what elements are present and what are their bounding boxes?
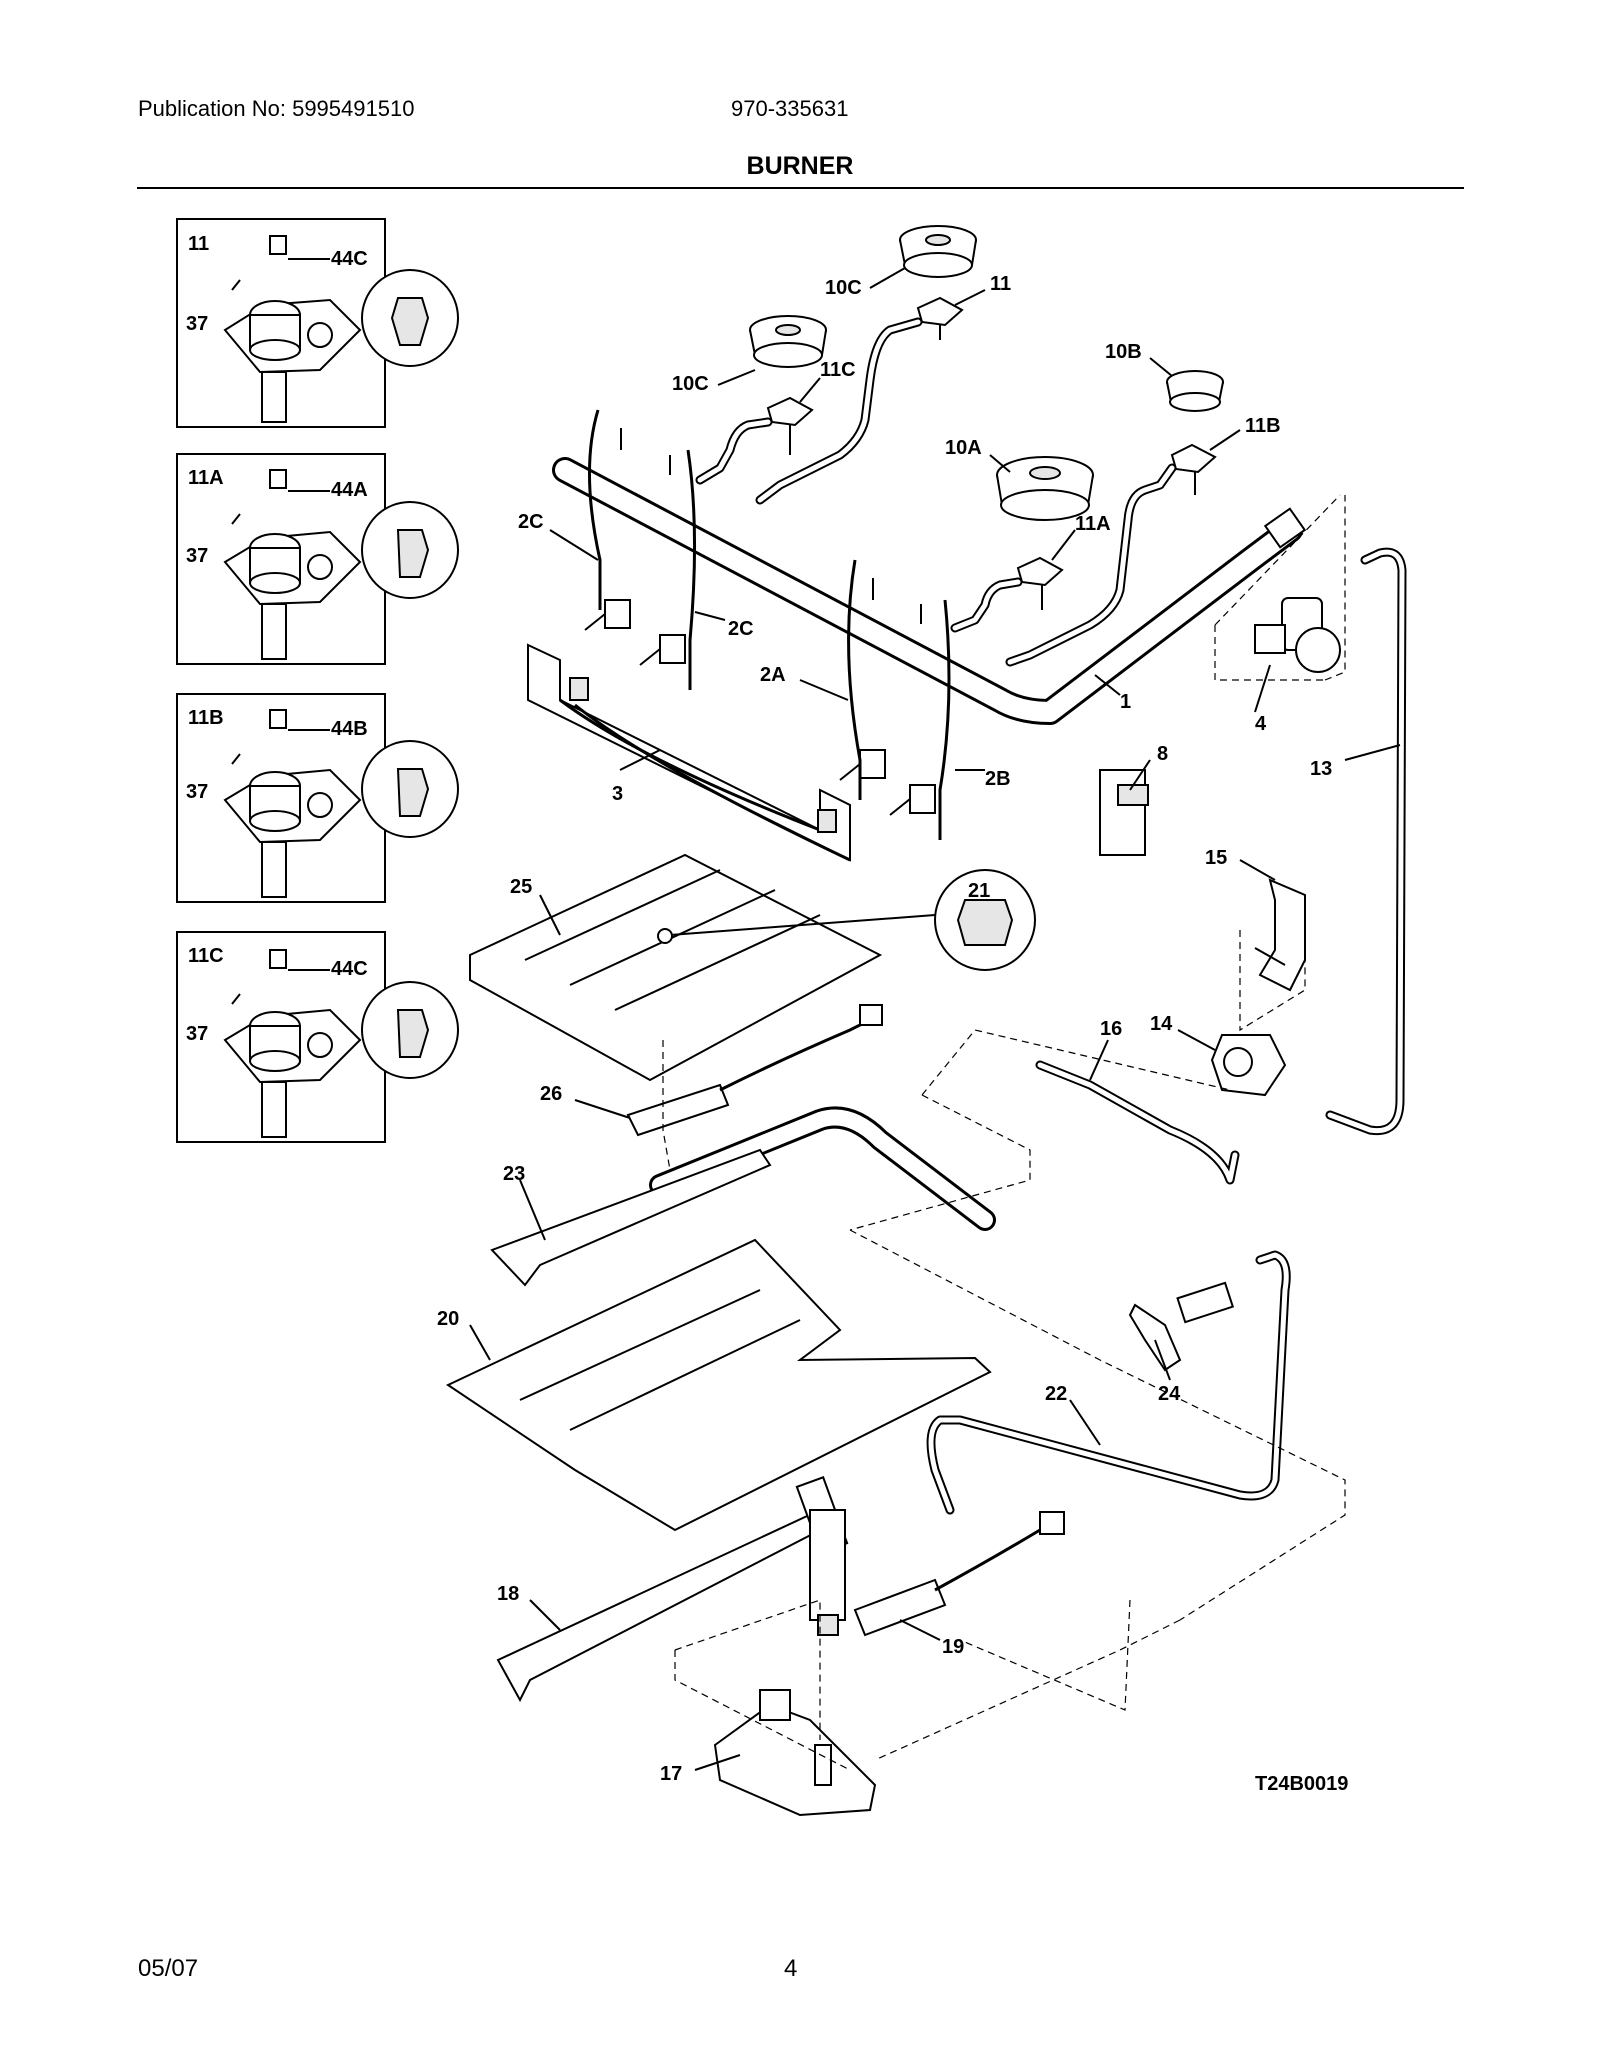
- footer-date: 05/07: [138, 1955, 199, 1982]
- valve-2C-right: [639, 449, 697, 690]
- inset-title: 11B: [188, 707, 224, 729]
- callout-24: 24: [1158, 1383, 1181, 1405]
- callout-25: 25: [510, 876, 532, 898]
- valve-2C-left: [584, 409, 631, 631]
- callout-labels: 10C 11 10C 11C 10B 11B 10A 11A 2C 2C 2A …: [437, 273, 1332, 1785]
- callout-16: 16: [1100, 1018, 1122, 1040]
- inset-valve-11C: 11C 44C 37 47: [176, 931, 459, 1143]
- callout-13: 13: [1310, 758, 1332, 780]
- callout-19: 19: [942, 1636, 964, 1658]
- callout-18: 18: [497, 1583, 519, 1605]
- callout-11: 11: [990, 273, 1011, 295]
- igniter-module-8: [1099, 769, 1149, 856]
- callout-22: 22: [1045, 1383, 1067, 1405]
- safety-valve-17: [713, 1689, 877, 1817]
- label-37: 37: [186, 313, 208, 335]
- callout-11C: 11C: [820, 359, 856, 381]
- publication-number: Publication No: 5995491510: [138, 96, 415, 121]
- orifice-holder-11C: [766, 396, 814, 455]
- callout-3: 3: [612, 783, 623, 805]
- header-divider: [137, 187, 1464, 189]
- fitting-24: [1128, 1281, 1235, 1372]
- callout-2A: 2A: [760, 664, 786, 686]
- inset-title: 11C: [188, 945, 224, 967]
- tube-16: [1035, 1060, 1240, 1185]
- valve-2B: [889, 599, 951, 840]
- orifice-holder-11A: [1016, 556, 1064, 610]
- page-title: BURNER: [746, 152, 854, 180]
- inset-valve-11B: 11B 44B 37 47: [176, 693, 459, 903]
- manifold-1: [552, 457, 1307, 725]
- model-number: 970-335631: [731, 96, 849, 121]
- thermostat-valve-14: [1210, 1034, 1287, 1097]
- callout-4: 4: [1255, 713, 1267, 735]
- nut-21: [657, 869, 1036, 971]
- label-44A: 44A: [331, 479, 368, 501]
- callout-15: 15: [1205, 847, 1227, 869]
- igniter-26: [626, 1004, 883, 1137]
- tube-22: [926, 1250, 1291, 1515]
- broil-burner-18: [496, 1476, 849, 1703]
- burner-head-10B: [1166, 370, 1224, 412]
- burner-head-10A: [996, 456, 1094, 521]
- inset-title: 11A: [188, 467, 224, 489]
- callout-21: 21: [968, 880, 990, 902]
- leader-lines: [469, 267, 1401, 1771]
- valve-screws: [620, 428, 922, 624]
- callout-11A: 11A: [1075, 513, 1111, 535]
- callout-11B: 11B: [1245, 415, 1281, 437]
- callout-10B: 10B: [1105, 341, 1142, 363]
- burner-bracket-23: [490, 1148, 772, 1287]
- valve-2A: [839, 559, 886, 800]
- inset-valve-11: 11 44C 37 47: [176, 218, 459, 428]
- callout-2C: 2C: [518, 511, 544, 533]
- label-37: 37: [186, 545, 208, 567]
- callout-2C: 2C: [728, 618, 754, 640]
- inset-title: 11: [188, 233, 209, 255]
- label-44C: 44C: [331, 248, 368, 270]
- callout-14: 14: [1150, 1013, 1173, 1035]
- flame-spreader-20: [445, 1238, 992, 1532]
- callout-20: 20: [437, 1308, 459, 1330]
- label-44B: 44B: [331, 718, 368, 740]
- oven-burner-tube: [649, 1106, 996, 1231]
- orifice-holder-11B: [1170, 443, 1217, 495]
- valve-bracket-3: [527, 643, 851, 862]
- callout-23: 23: [503, 1163, 525, 1185]
- callout-26: 26: [540, 1083, 562, 1105]
- callout-8: 8: [1157, 743, 1168, 765]
- callout-2B: 2B: [985, 768, 1011, 790]
- burner-head-10C-rear: [899, 225, 977, 278]
- callout-10A: 10A: [945, 437, 982, 459]
- label-37: 37: [186, 1023, 208, 1045]
- heat-shield-25: [469, 853, 883, 1082]
- assembly-guide-lines: [662, 494, 1346, 1771]
- regulator-4: [1254, 597, 1341, 673]
- callout-10C: 10C: [825, 277, 862, 299]
- callout-1: 1: [1120, 691, 1131, 713]
- burner-head-10C-front: [749, 315, 827, 368]
- inset-valve-11A: 11A 44A 37 47: [176, 453, 459, 665]
- tube-13: [1325, 547, 1407, 1136]
- callout-17: 17: [660, 1763, 682, 1785]
- label-44C: 44C: [331, 958, 368, 980]
- label-37: 37: [186, 781, 208, 803]
- igniter-19: [853, 1511, 1065, 1637]
- callout-10C: 10C: [672, 373, 709, 395]
- bracket-15: [1254, 878, 1306, 992]
- diagram-code: T24B0019: [1255, 1773, 1348, 1795]
- footer-page-number: 4: [784, 1955, 798, 1982]
